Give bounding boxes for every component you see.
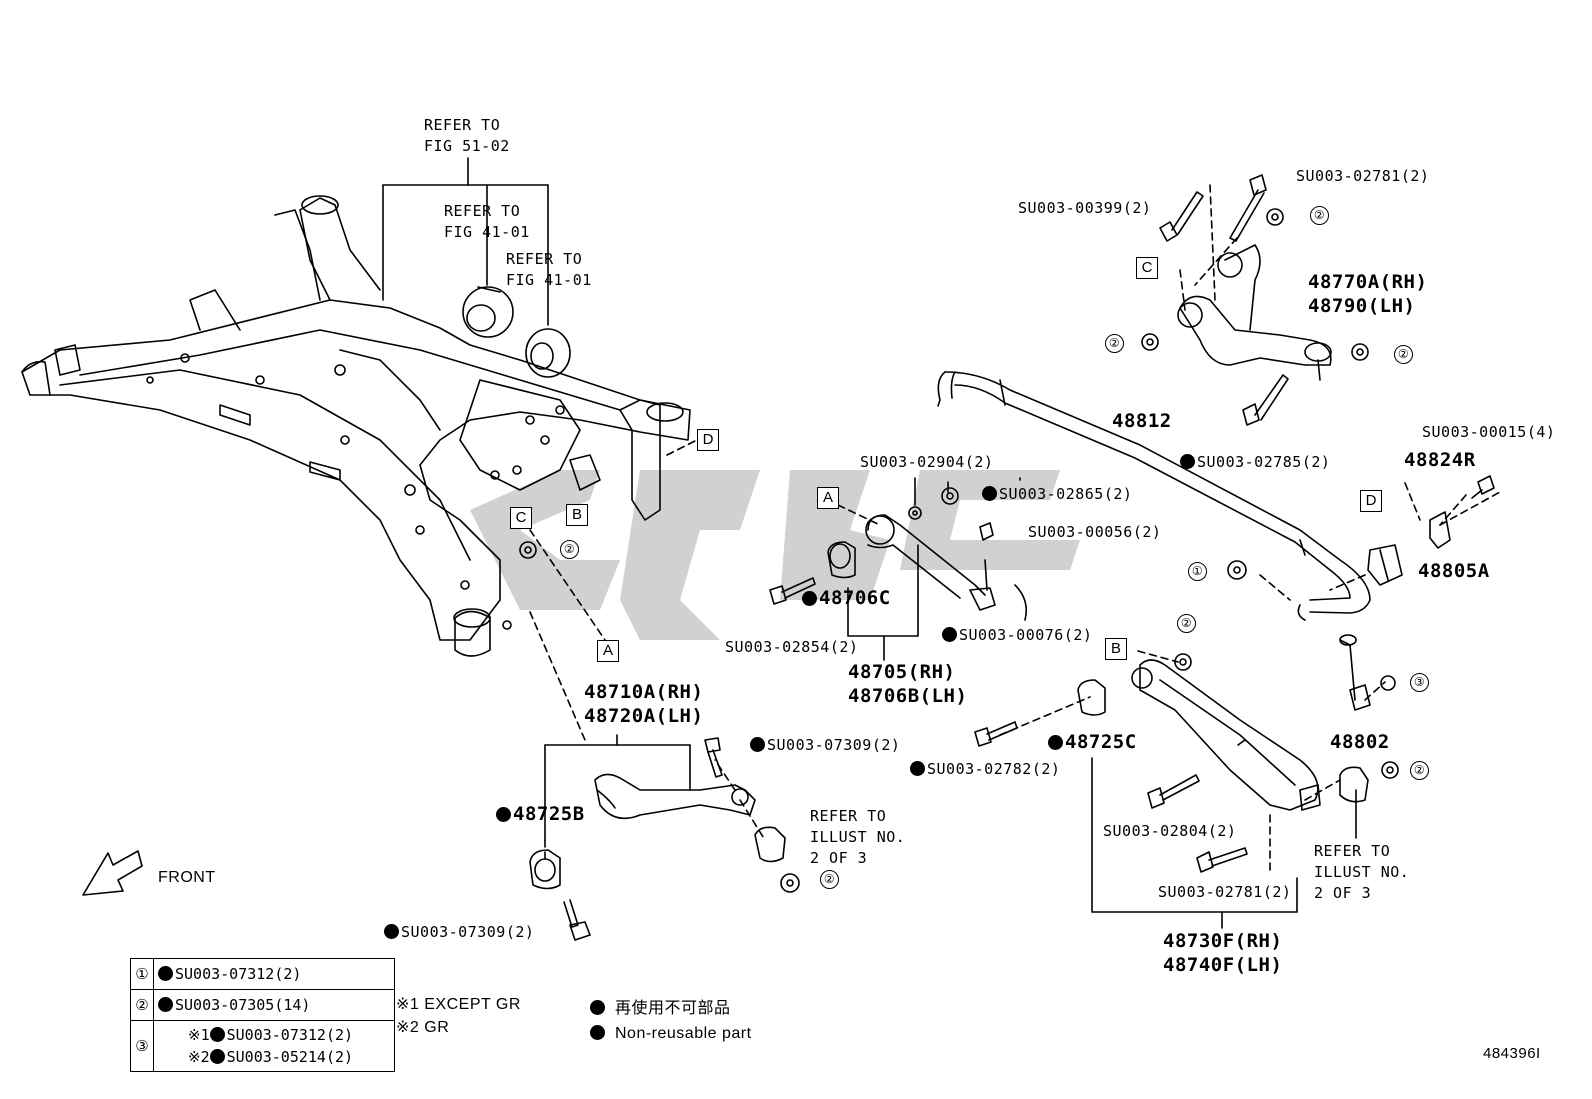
label-su003-02781-top: SU003-02781(2) <box>1296 167 1430 185</box>
label-su003-00056: SU003-00056(2) <box>1028 523 1162 541</box>
label-su003-07309-top: SU003-07309(2) <box>750 737 900 753</box>
refer-note-fig41b-line1: REFER TO <box>506 250 583 268</box>
front-label: FRONT <box>158 869 216 886</box>
refer-leader-lines <box>382 157 549 326</box>
legend-mark: ③ <box>130 1020 154 1072</box>
footnote-except-gr: ※1 EXCEPT GR <box>396 996 521 1013</box>
stabilizer-link <box>1339 634 1396 711</box>
ref-box-a-frame: A <box>597 640 619 662</box>
label-su003-02854: SU003-02854(2) <box>725 638 859 656</box>
circle-mark-2-trailing: ② <box>820 870 839 889</box>
ref-box-b-frame: B <box>566 504 588 526</box>
label-su003-02904: SU003-02904(2) <box>860 453 994 471</box>
label-su003-02865: SU003-02865(2) <box>982 486 1132 502</box>
figure-id: 484396I <box>1483 1045 1541 1062</box>
refer-illust-right-line1: REFER TO <box>1314 842 1391 860</box>
circle-mark-2-frame: ② <box>560 540 579 559</box>
refer-illust-right-line2: ILLUST NO. <box>1314 863 1410 881</box>
legend-row: ② SU003-07305(14) <box>130 989 395 1021</box>
legend-prefix: ※1 <box>188 1026 210 1044</box>
label-48706b: 48706B(LH) <box>848 685 968 707</box>
ref-box-c-frame: C <box>510 507 532 529</box>
label-su003-00015: SU003-00015(4) <box>1422 423 1556 441</box>
label-48710a: 48710A(RH) <box>584 681 704 703</box>
legend-value: SU003-07312(2) <box>226 1026 354 1044</box>
upper-control-arm <box>1177 244 1332 381</box>
dashed-leaders <box>529 184 1501 871</box>
refer-note-fig51-line2: FIG 51-02 <box>424 137 510 155</box>
upper-arm-bolts <box>1141 174 1369 426</box>
lateral-link-48705 <box>769 487 1028 621</box>
legend-mark: ① <box>130 958 154 990</box>
label-su003-02781-bottom: SU003-02781(2) <box>1158 883 1292 901</box>
watermark-logo <box>470 470 1080 640</box>
circle-mark-2-upper-left: ② <box>1105 334 1124 353</box>
refer-illust-right-line3: 2 OF 3 <box>1314 884 1372 902</box>
legend-prefix: ※2 <box>188 1048 210 1066</box>
legend-row: ③ ※1 SU003-07312(2) ※2 SU003-05214(2) <box>130 1020 395 1072</box>
stabilizer-bracket <box>1227 544 1403 586</box>
footnote-nonreuse-jp: 再使用不可部品 <box>590 1000 731 1017</box>
label-48706c: 48706C <box>802 589 891 608</box>
label-su003-02785: SU003-02785(2) <box>1180 454 1330 470</box>
refer-note-fig41a-line2: FIG 41-01 <box>444 223 530 241</box>
label-48720a: 48720A(LH) <box>584 705 704 727</box>
label-48802: 48802 <box>1330 731 1390 753</box>
front-arrow-icon <box>82 850 143 896</box>
label-su003-07309-bottom: SU003-07309(2) <box>384 924 534 940</box>
refer-illust-left-line3: 2 OF 3 <box>810 849 868 867</box>
refer-note-fig51-line1: REFER TO <box>424 116 501 134</box>
refer-illust-left-line2: ILLUST NO. <box>810 828 906 846</box>
bracket-48824r <box>1429 475 1495 549</box>
label-su003-02782: SU003-02782(2) <box>910 761 1060 777</box>
ref-box-b-lower: B <box>1105 638 1127 660</box>
lower-control-arm <box>974 653 1399 873</box>
legend-row: ① SU003-07312(2) <box>130 958 395 990</box>
label-48705: 48705(RH) <box>848 661 956 683</box>
label-su003-00399: SU003-00399(2) <box>1018 199 1152 217</box>
stabilizer-bar <box>937 371 1371 621</box>
label-48725c: 48725C <box>1048 733 1137 752</box>
upper-trailing-arm <box>529 737 800 941</box>
legend-value: SU003-07305(14) <box>175 996 311 1014</box>
circle-mark-1-stab: ① <box>1188 562 1207 581</box>
label-brackets <box>544 477 1357 929</box>
legend-value: SU003-07312(2) <box>175 965 302 983</box>
circle-mark-2-upper-right: ② <box>1394 345 1413 364</box>
label-48790: 48790(LH) <box>1308 295 1416 317</box>
label-su003-00076: SU003-00076(2) <box>942 627 1092 643</box>
label-48824r: 48824R <box>1404 449 1476 471</box>
label-su003-02804: SU003-02804(2) <box>1103 822 1237 840</box>
subframe-bushings <box>462 286 571 378</box>
ref-box-a-link: A <box>817 487 839 509</box>
label-48805a: 48805A <box>1418 560 1490 582</box>
refer-note-fig41b-line2: FIG 41-01 <box>506 271 592 289</box>
circle-mark-2-lower: ② <box>1177 614 1196 633</box>
subframe-nut <box>519 541 537 559</box>
label-48812: 48812 <box>1112 410 1172 432</box>
circle-mark-2-upper-top: ② <box>1310 206 1329 225</box>
legend-value: SU003-05214(2) <box>226 1048 354 1066</box>
refer-note-fig41a-line1: REFER TO <box>444 202 521 220</box>
circle-mark-3-link: ③ <box>1410 673 1429 692</box>
legend-mark: ② <box>130 989 154 1021</box>
label-48730f: 48730F(RH) <box>1163 930 1283 952</box>
rear-subframe <box>21 195 691 657</box>
ref-box-d-bracket: D <box>1360 490 1382 512</box>
footnote-nonreuse-en: Non-reusable part <box>590 1025 752 1042</box>
label-48725b: 48725B <box>496 805 585 824</box>
label-48770a: 48770A(RH) <box>1308 271 1428 293</box>
ref-box-c-upper: C <box>1136 257 1158 279</box>
circle-mark-2-lower-right: ② <box>1410 761 1429 780</box>
footnote-gr: ※2 GR <box>396 1019 450 1036</box>
ref-box-d-frame: D <box>697 429 719 451</box>
refer-illust-left-line1: REFER TO <box>810 807 887 825</box>
label-48740f: 48740F(LH) <box>1163 954 1283 976</box>
